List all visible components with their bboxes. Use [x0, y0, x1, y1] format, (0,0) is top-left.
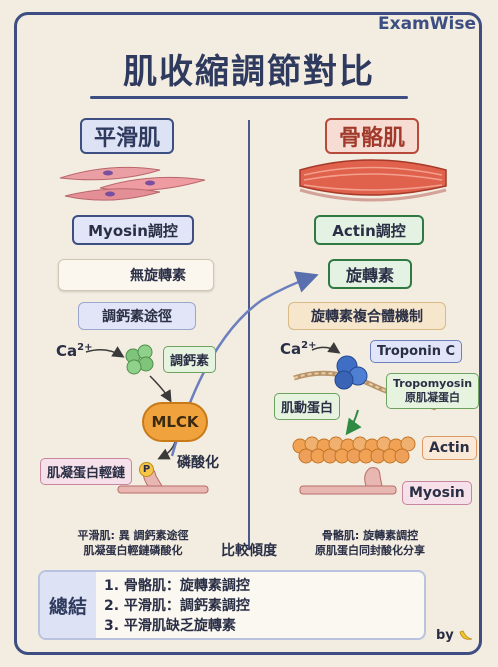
ca-to-troponin-arrow — [311, 342, 341, 354]
myosin-head-smooth-icon — [117, 467, 209, 494]
exposure-arrow — [345, 409, 362, 436]
troponin-c-label: Troponin C — [370, 340, 463, 363]
smooth-muscle-cells-icon — [59, 166, 206, 201]
myosin-regulation-label: Myosin調控 — [72, 215, 194, 245]
page-title: 肌收縮調節對比 — [123, 52, 375, 92]
page-frame — [14, 12, 482, 655]
skeletal-muscle-heading: 骨骼肌 — [325, 118, 419, 154]
brand-logo: ExamWise — [378, 14, 476, 34]
tropomyosin-label-en: Tropomyosin — [393, 377, 473, 390]
actin-regulation-label: Actin調控 — [314, 215, 424, 245]
smooth-footnote: 平滑肌: 異 調鈣素途徑 肌凝蛋白輕鏈磷酸化 — [48, 528, 218, 558]
summary-item: 1. 骨骼肌：旋轉素調控 — [104, 578, 250, 594]
summary-item: 2. 平滑肌：調鈣素調控 — [104, 598, 250, 614]
actin-filament-icon — [292, 436, 416, 464]
no-troponin-text: 無旋轉素 — [130, 268, 186, 284]
skeletal-calcium-symbol: Ca — [280, 340, 302, 358]
actin-label: Actin — [422, 436, 477, 460]
tropomyosin-label: Tropomyosin 原肌凝蛋白 — [386, 373, 480, 409]
smooth-calcium-symbol: Ca — [56, 342, 78, 360]
myosin-label: Myosin — [402, 481, 472, 505]
tropomyosin-label-zh: 原肌凝蛋白 — [405, 391, 461, 404]
skeletal-calcium-label: Ca2+ — [280, 340, 316, 358]
center-divider — [248, 120, 250, 550]
smooth-calcium-label: Ca2+ — [56, 342, 92, 360]
no-troponin-label: 無旋轉素 — [58, 259, 214, 291]
skeletal-footnote: 骨骼肌: 旋轉素調控 原肌蛋白同封酸化分享 — [290, 528, 450, 558]
mlck-enzyme: MLCK — [142, 402, 208, 442]
actin-filament-label: 肌動蛋白 — [274, 393, 341, 420]
skeletal-footnote-line: 原肌蛋白同封酸化分享 — [315, 544, 425, 557]
smooth-footnote-line: 肌凝蛋白輕鏈磷酸化 — [83, 544, 183, 557]
skeletal-calcium-charge: 2+ — [301, 340, 317, 351]
summary-item: 3. 平滑肌缺乏旋轉素 — [104, 618, 236, 634]
summary-title: 總結 — [40, 572, 96, 638]
banana-logo-icon — [459, 630, 473, 640]
comparison-label: 比較傾度 — [221, 543, 277, 559]
troponin-complex-mechanism-label: 旋轉素複合體機制 — [288, 302, 446, 330]
skeletal-muscle-icon — [299, 159, 447, 202]
troponin-label: 旋轉素 — [328, 259, 412, 289]
myosin-light-chain-label: 肌凝蛋白輕鏈 — [40, 458, 133, 485]
calmodulin-pathway-label: 調鈣素途徑 — [78, 302, 196, 330]
byline: by — [436, 628, 474, 643]
calmodulin-to-mlck-arrow — [149, 375, 172, 403]
troponin-complex-icon — [334, 355, 368, 390]
phosphorylation-label: 磷酸化 — [177, 455, 219, 471]
phosphate-badge: P — [139, 462, 154, 477]
byline-text: by — [436, 628, 454, 643]
smooth-muscle-heading: 平滑肌 — [80, 118, 174, 154]
smooth-calcium-charge: 2+ — [77, 342, 93, 353]
skeletal-footnote-line: 骨骼肌: 旋轉素調控 — [321, 529, 419, 542]
summary-list: 1. 骨骼肌：旋轉素調控 2. 平滑肌：調鈣素調控 3. 平滑肌缺乏旋轉素 — [104, 576, 250, 636]
calmodulin-label: 調鈣素 — [163, 346, 217, 373]
smooth-footnote-line: 平滑肌: 異 調鈣素途徑 — [77, 529, 189, 542]
summary-box: 總結 1. 骨骼肌：旋轉素調控 2. 平滑肌：調鈣素調控 3. 平滑肌缺乏旋轉素 — [38, 570, 426, 640]
myosin-head-skeletal-icon — [299, 467, 397, 495]
ca-to-calmodulin-arrow — [85, 346, 125, 358]
title-underline — [90, 96, 408, 99]
calmodulin-icon — [125, 344, 154, 375]
